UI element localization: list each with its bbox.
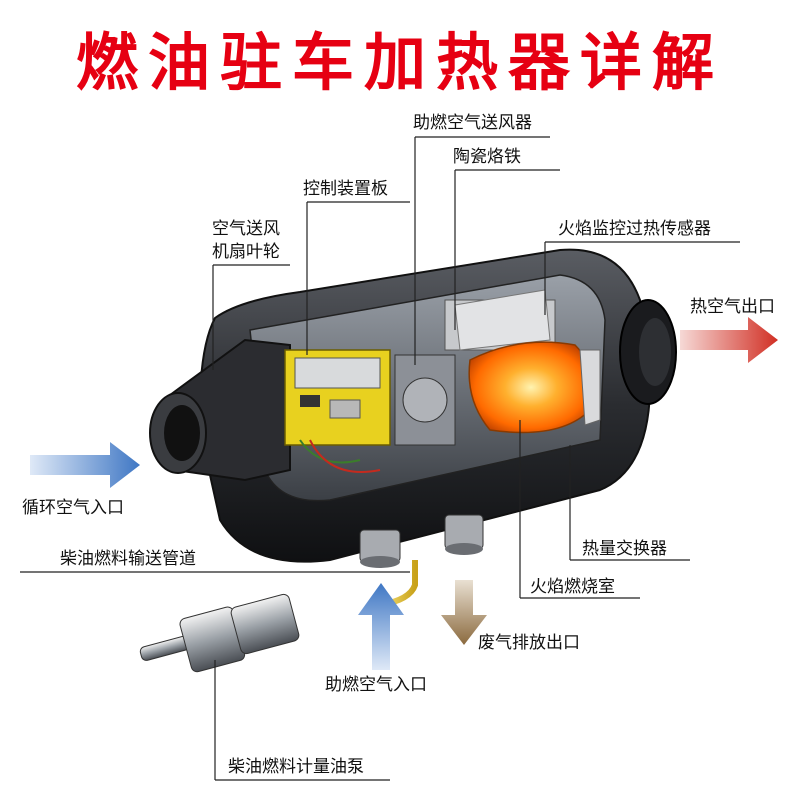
label-circ-air-inlet: 循环空气入口 (22, 498, 124, 518)
control-board (284, 349, 391, 473)
leader-lines (20, 136, 740, 781)
fan-intake (149, 338, 291, 482)
page-title: 燃油驻车加热器详解 (75, 26, 724, 99)
label-glow-pin: 陶瓷烙铁 (453, 147, 521, 167)
label-fuel-pump: 柴油燃料计量油泵 (228, 757, 364, 777)
combustion-air-inlet-arrow (358, 583, 404, 670)
label-fan-line1: 空气送风 (212, 219, 280, 239)
circ-air-inlet-arrow (30, 442, 140, 488)
label-heat-exchanger: 热量交换器 (582, 539, 667, 559)
label-fan-line2: 机扇叶轮 (212, 242, 280, 262)
label-control-board: 控制装置板 (303, 179, 388, 199)
label-flame-sensor: 火焰监控过热传感器 (558, 219, 711, 239)
hot-air-outlet-arrow (680, 317, 778, 363)
label-hot-air-outlet: 热空气出口 (690, 297, 775, 317)
label-air-blower: 助燃空气送风器 (413, 113, 532, 133)
exhaust-outlet-arrow (441, 580, 487, 645)
fuel-pump (139, 593, 300, 673)
label-fuel-line: 柴油燃料输送管道 (60, 549, 196, 569)
label-combustion-chamber: 火焰燃烧室 (530, 577, 615, 597)
label-combustion-air-inlet: 助燃空气入口 (325, 675, 427, 695)
label-exhaust-outlet: 废气排放出口 (478, 633, 580, 653)
combustion-chamber (468, 341, 601, 434)
bottom-ports (359, 514, 484, 568)
